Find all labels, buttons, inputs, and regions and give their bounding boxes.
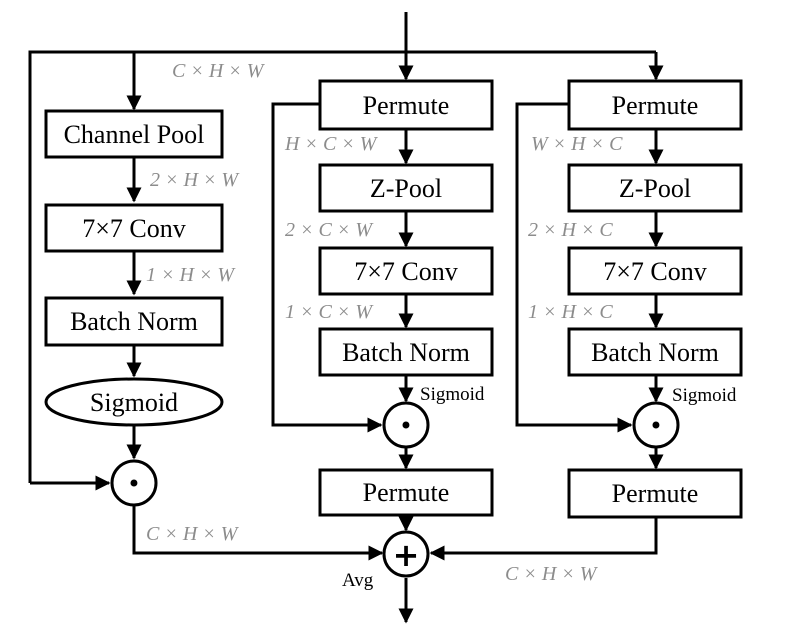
middle-dim-after-zpool: 2 × C × W — [285, 219, 374, 241]
channel-pool-label: Channel Pool — [64, 120, 205, 149]
right-permute-out-label: Permute — [612, 479, 699, 508]
left-sigmoid-ellipse — [44, 377, 224, 427]
left-batchnorm-box — [44, 296, 224, 347]
add-node — [382, 530, 430, 578]
left-dim-after-pool: 2 × H × W — [150, 169, 240, 191]
connections — [28, 12, 664, 624]
middle-dim-after-conv: 1 × C × W — [285, 301, 374, 323]
middle-multiply-node — [382, 401, 430, 449]
left-to-add — [132, 505, 384, 561]
channel-pool-box — [44, 109, 224, 159]
right-zpool-label: Z-Pool — [619, 174, 691, 203]
top-bus — [28, 50, 656, 483]
right-sigmoid-label: Sigmoid — [672, 385, 737, 406]
middle-permute-in-box — [318, 79, 494, 131]
middle-permute-out-label: Permute — [363, 478, 450, 507]
middle-zpool-label: Z-Pool — [370, 174, 442, 203]
middle-conv-box — [318, 246, 494, 296]
right-skip — [515, 102, 633, 433]
right-permute-out-box — [567, 468, 743, 519]
right-dim-after-zpool: 2 × H × C — [528, 219, 613, 241]
right-zpool-box — [567, 163, 743, 213]
middle-sigmoid-label: Sigmoid — [420, 384, 485, 405]
left-conv-box — [44, 203, 224, 253]
right-batchnorm-box — [567, 327, 743, 377]
middle-conv-label: 7×7 Conv — [354, 257, 458, 286]
middle-permute-out-box — [318, 468, 494, 517]
left-conv-label: 7×7 Conv — [82, 214, 186, 243]
left-batchnorm-label: Batch Norm — [70, 307, 198, 336]
left-input-dim: C × H × W — [172, 60, 266, 82]
left-branch: Channel Pool 7×7 Conv Batch Norm Sigmoid… — [44, 60, 266, 545]
left-output-dim: C × H × W — [146, 523, 240, 545]
right-branch: Permute Z-Pool 7×7 Conv Batch Norm • Per… — [505, 79, 743, 585]
middle-batchnorm-box — [318, 327, 494, 377]
left-dim-after-conv: 1 × H × W — [146, 264, 236, 286]
add-symbol: + — [393, 536, 420, 574]
left-multiply-symbol: • — [127, 470, 141, 498]
right-to-add — [429, 517, 658, 561]
right-multiply-symbol: • — [649, 412, 663, 440]
right-dim-after-permute: W × H × C — [531, 133, 623, 155]
right-conv-box — [567, 246, 743, 296]
left-sigmoid-label: Sigmoid — [90, 388, 178, 417]
right-dim-after-conv: 1 × H × C — [528, 301, 613, 323]
right-output-dim: C × H × W — [505, 563, 599, 585]
aggregation: + Avg — [342, 530, 430, 591]
right-batchnorm-label: Batch Norm — [591, 338, 719, 367]
middle-batchnorm-label: Batch Norm — [342, 338, 470, 367]
right-permute-in-box — [567, 79, 743, 131]
middle-multiply-symbol: • — [399, 412, 413, 440]
middle-permute-in-label: Permute — [363, 91, 450, 120]
right-multiply-node — [632, 401, 680, 449]
middle-skip — [271, 102, 383, 433]
left-multiply-node — [110, 459, 158, 507]
right-conv-label: 7×7 Conv — [603, 257, 707, 286]
middle-branch: Permute Z-Pool 7×7 Conv Batch Norm • Per… — [284, 79, 494, 517]
middle-zpool-box — [318, 163, 494, 213]
right-permute-in-label: Permute — [612, 91, 699, 120]
avg-label: Avg — [342, 570, 374, 591]
middle-dim-after-permute: H × C × W — [284, 133, 379, 155]
